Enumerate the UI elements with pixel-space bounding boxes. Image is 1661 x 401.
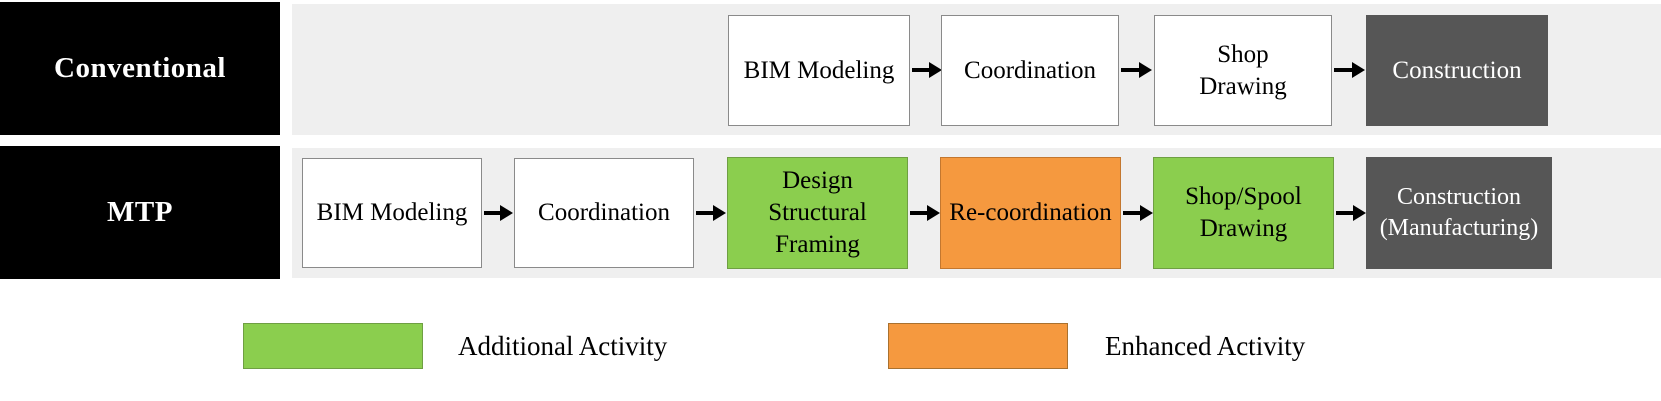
conventional-step-construction[interactable]: Construction [1366, 15, 1548, 126]
legend-label-enhanced-activity: Enhanced Activity [1105, 330, 1306, 361]
mtp-step-bim-modeling[interactable]: BIM Modeling [302, 158, 482, 268]
conventional-step-coordination[interactable]: Coordination [941, 15, 1119, 126]
mtp-step-re-coordination[interactable]: Re-coordination [940, 157, 1121, 269]
legend-swatch-additional-activity [243, 323, 423, 369]
legend-swatch-enhanced-activity [888, 323, 1068, 369]
mtp-step-construction-manufacturing[interactable]: Construction (Manufacturing) [1366, 157, 1552, 269]
row-label-conventional: Conventional [0, 2, 280, 135]
conventional-step-shop-drawing[interactable]: Shop Drawing [1154, 15, 1332, 126]
mtp-step-design-structural-framing[interactable]: Design Structural Framing [727, 157, 908, 269]
mtp-step-shop-spool-drawing[interactable]: Shop/Spool Drawing [1153, 157, 1334, 269]
legend-label-additional-activity: Additional Activity [458, 330, 668, 361]
conventional-step-bim-modeling[interactable]: BIM Modeling [728, 15, 910, 126]
row-label-mtp: MTP [0, 146, 280, 279]
mtp-step-coordination[interactable]: Coordination [514, 158, 694, 268]
